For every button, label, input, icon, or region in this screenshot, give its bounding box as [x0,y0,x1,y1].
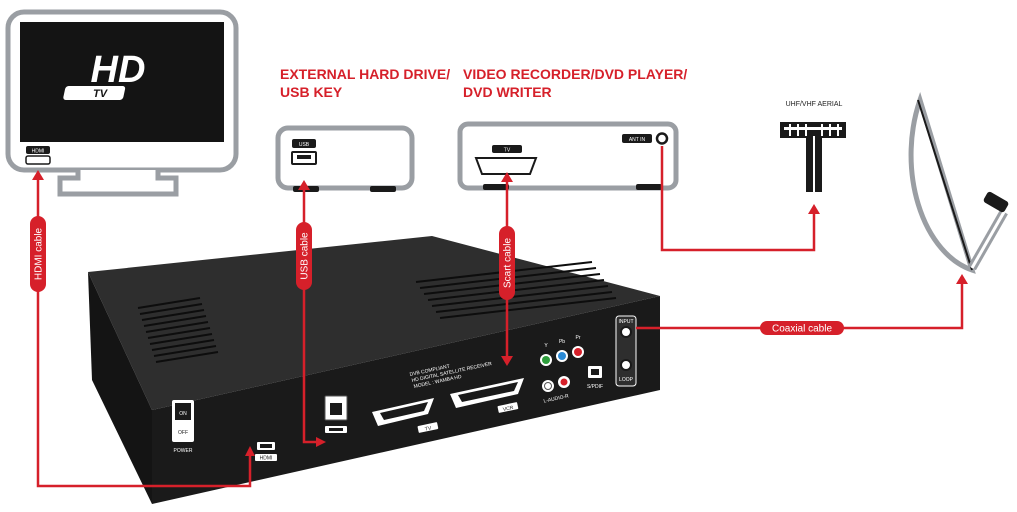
rca-audio-left [544,382,552,390]
tv-hdmi-tag [26,146,50,154]
hdmi-cable-label: HDMI cable [34,227,45,280]
power-label: POWER [174,448,193,454]
recorder-scart-port [474,157,538,175]
switch-off-label: OFF [178,430,188,436]
cable-arrows [32,170,968,456]
cables [36,146,964,488]
recorder-foot-right [636,184,662,190]
rca-pb-label: Pb [559,339,565,345]
usb-device-title-2: USB KEY [280,84,343,100]
rca-audio-label: L-AUDIO-R [543,393,570,404]
switch-on-label: ON [179,411,187,417]
recorder-ant-label: ANT IN [629,137,646,143]
hdmi-cable-tag [30,216,46,292]
input-label: INPUT [619,319,634,325]
rca-audio-right [560,378,568,386]
receiver-scart-vcr-label: VCR [502,405,514,413]
receiver-back [152,296,660,504]
rca-green [542,356,550,364]
recorder-ant-port [655,132,669,145]
aerial-cable-path [660,146,816,252]
coax-cable-tag [760,321,844,335]
lnb-loop-port [620,359,632,371]
usb-cable-label: USB cable [300,232,311,280]
usb-device-title-1: EXTERNAL HARD DRIVE/ [280,66,450,82]
recorder-tv-label: TV [504,148,511,154]
recorder-title-2: DVD WRITER [463,84,552,100]
usb-cable-tag [296,222,312,290]
drive-usb-label: USB [299,142,310,148]
external-hard-drive: USB [275,125,415,192]
dish-lnb [983,191,1009,213]
loop-label: LOOP [619,377,634,383]
receiver-hdmi-label: HDMI [260,456,273,462]
hd-logo-text: HD [91,49,146,91]
satellite-dish [908,91,1009,274]
tv-hdmi-label: HDMI [32,149,45,155]
recorder-title-1: VIDEO RECORDER/DVD PLAYER/ [463,66,687,82]
recorder-foot-left [483,184,509,190]
video-recorder: TV ANT IN [457,121,679,191]
hdmi-cable-path [36,178,252,488]
receiver-top [88,236,660,410]
rca-y-label: Y [544,343,548,349]
hd-tv-logo: HD TV [63,49,146,100]
tv-logo-bar [63,86,126,100]
aerial-label: UHF/VHF AERIAL [786,101,843,108]
tv-screen [20,22,224,142]
satellite-receiver: ON OFF POWER HDMI DVB COMPLIANT HD DIGIT… [88,236,660,504]
recorder-tv-tag [492,145,522,153]
uhf-vhf-aerial: UHF/VHF AERIAL [780,101,846,192]
scart-cable-tag [499,226,515,300]
drive-usb-tag [292,139,316,148]
tv-logo-text: TV [93,88,109,100]
rca-blue [558,352,566,360]
tv-stand [57,170,179,197]
coax-cable-path [636,282,964,330]
scart-cable-label: Scart cable [503,238,514,288]
rca-pr-label: Pr [576,335,581,341]
hd-tv: HD TV HDMI [5,9,239,197]
recorder-ant-tag [622,134,652,143]
receiver-scart-tv-label: TV [424,425,432,432]
receiver-side [88,272,152,504]
lnb-input-port [620,326,632,338]
drive-foot-right [370,186,396,192]
spdif-label: S/PDIF [587,384,603,390]
coax-cable-label: Coaxial cable [772,324,832,335]
tv-hdmi-port [25,155,51,165]
rca-red [574,348,582,356]
